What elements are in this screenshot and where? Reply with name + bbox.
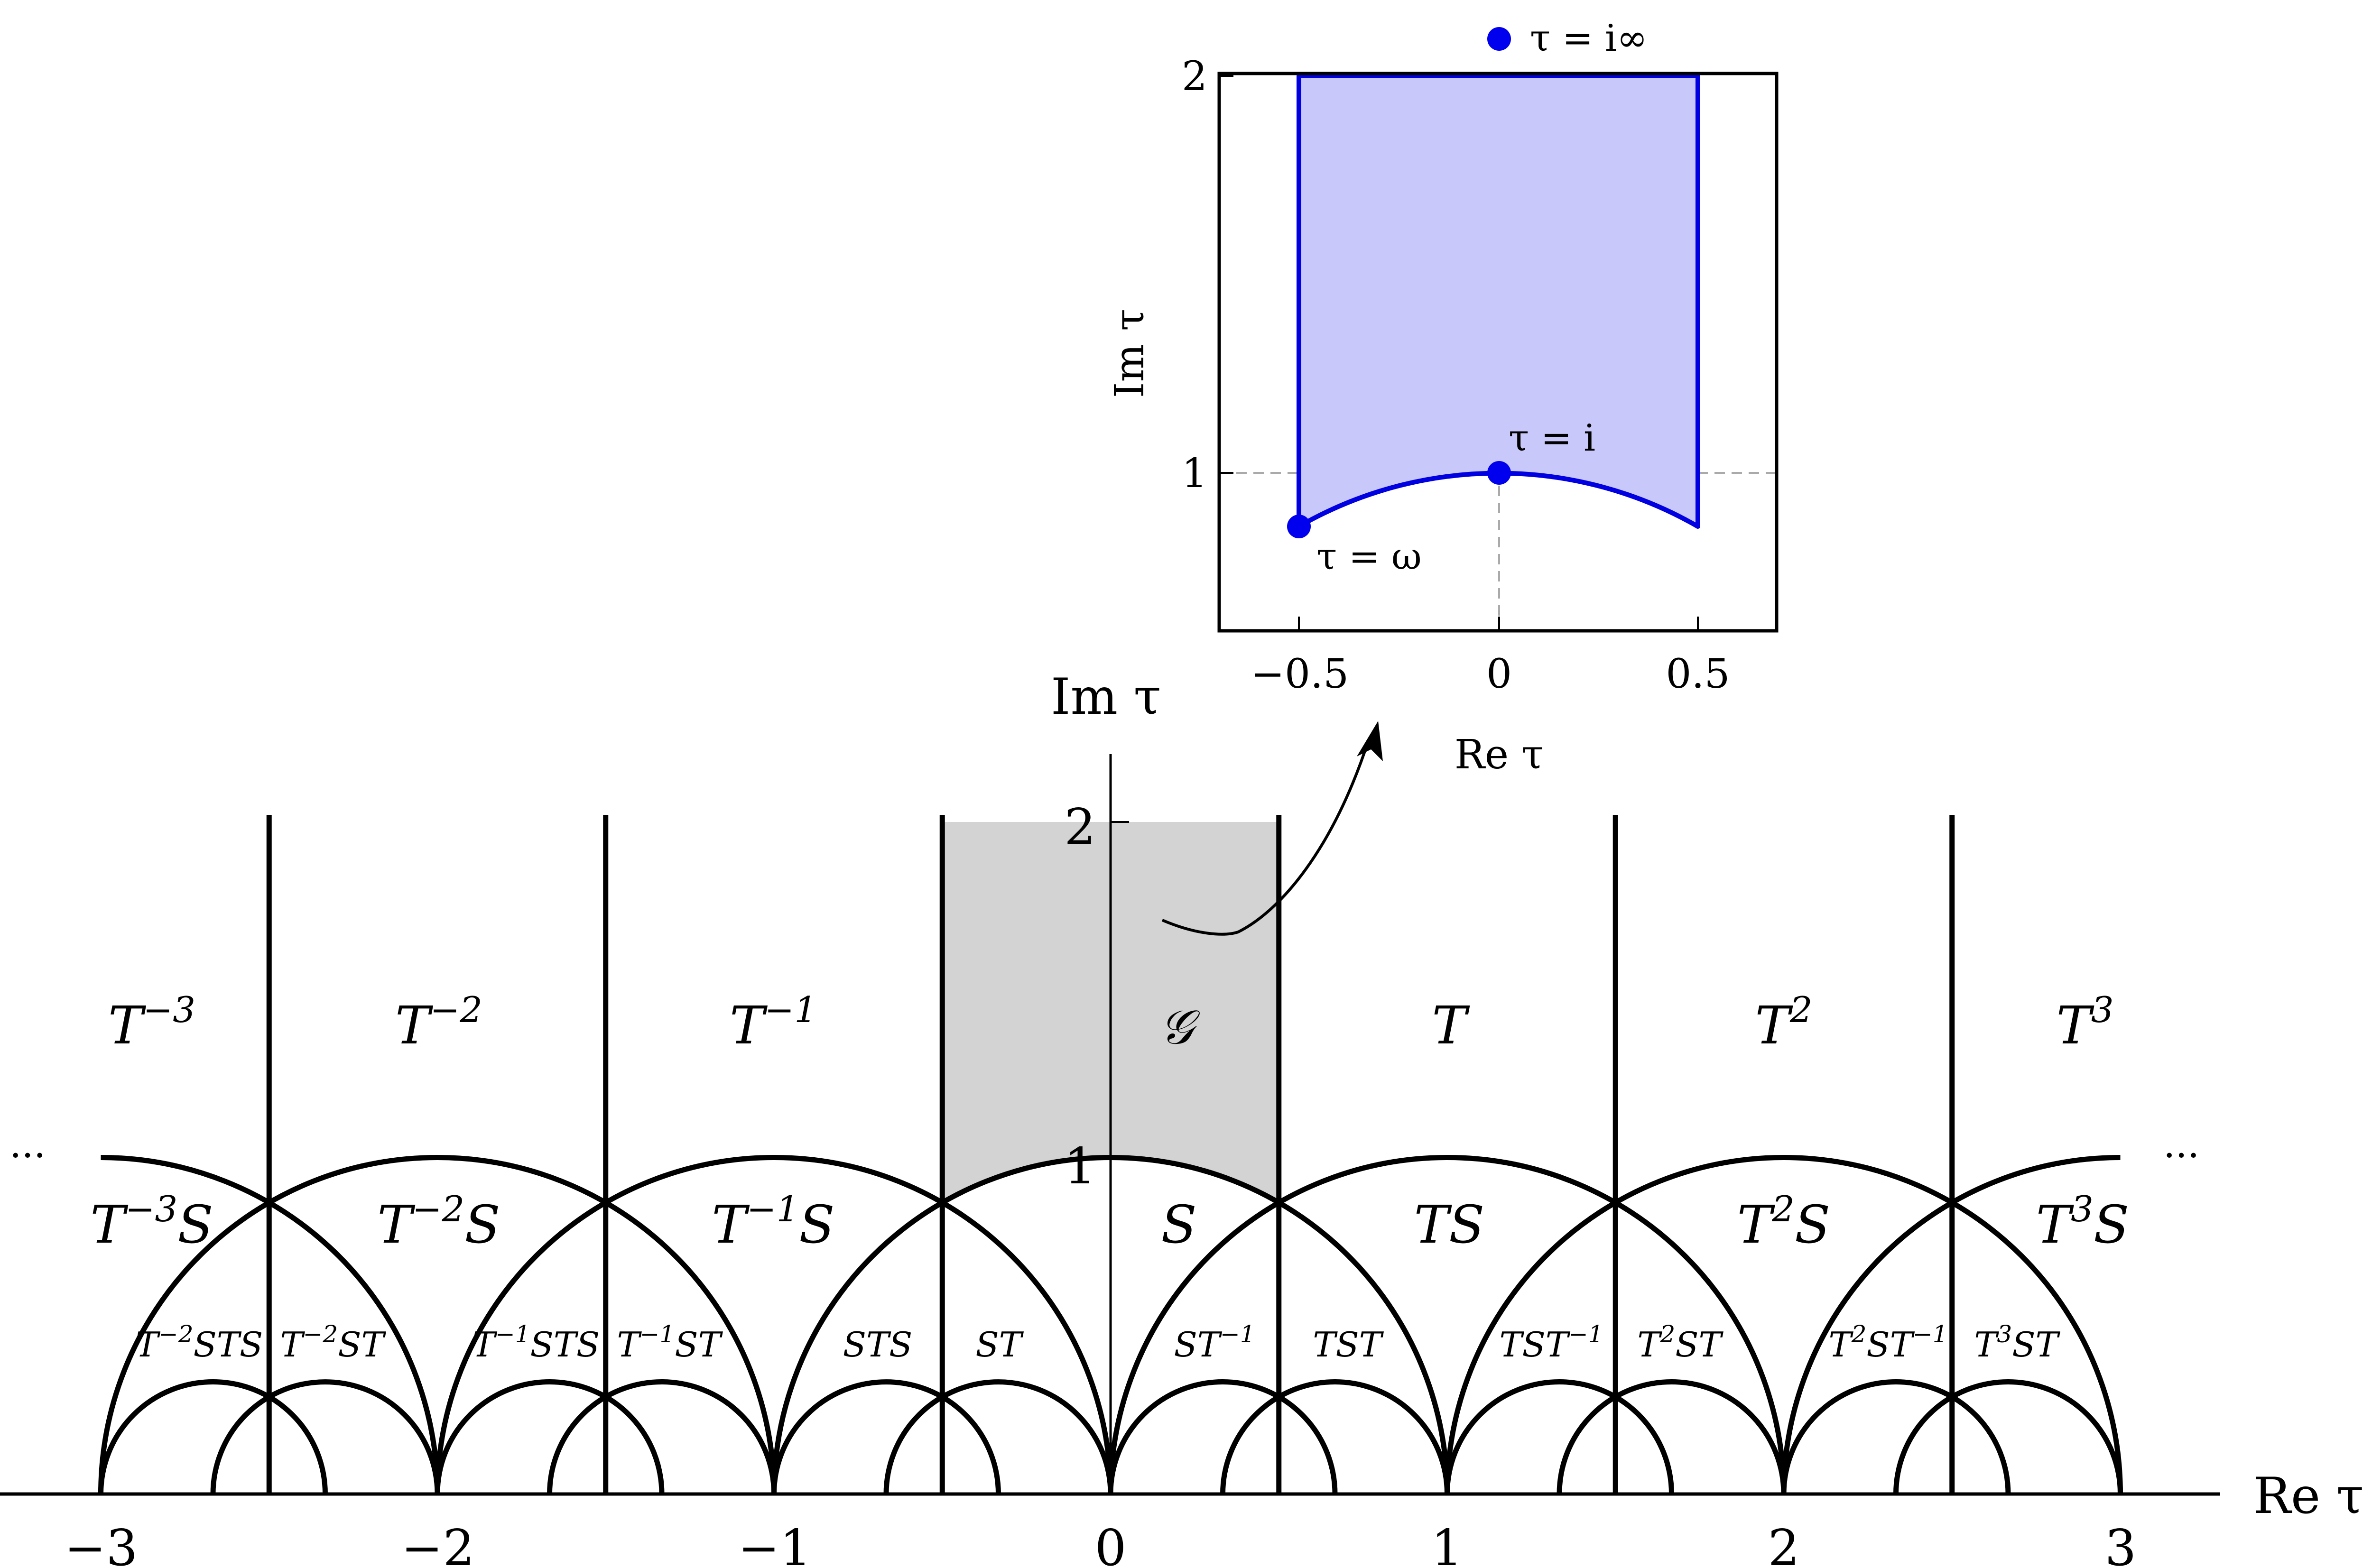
label-T: T	[1432, 995, 1470, 1056]
label-STS: STS	[843, 1325, 913, 1365]
point-omega-label: τ = ω	[1316, 535, 1422, 578]
inset-fundamental-domain	[1297, 74, 1700, 529]
inset-x-tick-label: 0	[1486, 651, 1512, 698]
point-i-infinity-label: τ = i∞	[1530, 17, 1648, 60]
x-tick-label: −1	[738, 1519, 812, 1568]
middle-row-labels: T−3S T−2S T−1S S TS T2S T3S	[90, 1188, 2129, 1255]
inset-plot: −0.5 0 0.5 1 2 Re τ Im τ τ = i∞ τ = i τ …	[1106, 17, 1779, 778]
label-T3S: T3S	[2036, 1188, 2129, 1255]
label-T-2STS: T−2STS	[136, 1320, 263, 1365]
label-T-3S: T−3S	[90, 1188, 213, 1255]
tessellation-arcs	[98, 1155, 2123, 1494]
inset-x-tick-labels: −0.5 0 0.5	[1251, 651, 1730, 698]
label-T2: T2	[1755, 989, 1812, 1056]
label-T2ST: T2ST	[1637, 1320, 1723, 1365]
y-tick-label: 2	[1064, 798, 1096, 856]
x-tick-label: 2	[1768, 1519, 1800, 1568]
main-plot: Re τ Im τ −3 −2 −1 0 1 2 3 1 2 ... ... 𝒢…	[0, 668, 2364, 1568]
label-S: S	[1161, 1194, 1196, 1255]
ellipsis-left: ...	[9, 1122, 46, 1166]
inset-y-tick-label: 1	[1182, 450, 1207, 497]
small-semicircle	[1108, 1379, 1338, 1494]
ellipsis-right: ...	[2163, 1122, 2199, 1166]
x-tick-label: −3	[65, 1519, 138, 1568]
label-T-1S: T−1S	[712, 1188, 834, 1255]
x-tick-label: 1	[1431, 1519, 1463, 1568]
small-semicircle	[1445, 1379, 1674, 1494]
label-T3ST: T3ST	[1974, 1320, 2060, 1365]
inset-x-tick-label: 0.5	[1666, 651, 1730, 698]
top-row-labels: T−3 T−2 T−1 T T2 T3	[108, 989, 2114, 1056]
label-ST-1: ST−1	[1174, 1320, 1255, 1365]
tessellation-vertical-lines	[266, 815, 1955, 1494]
y-tick-label: 1	[1064, 1137, 1096, 1195]
label-TST-1: TST−1	[1499, 1320, 1603, 1365]
small-semicircle	[547, 1379, 777, 1494]
x-axis-label: Re τ	[2253, 1467, 2364, 1525]
label-T-1STS: T−1STS	[473, 1320, 600, 1365]
label-T-1ST: T−1ST	[617, 1320, 723, 1365]
bottom-row-labels: T−2STS T−2ST T−1STS T−1ST STS ST ST−1 TS…	[136, 1320, 2061, 1365]
inset-x-axis-label: Re τ	[1455, 731, 1544, 778]
point-omega	[1287, 515, 1311, 538]
x-tick-labels: −3 −2 −1 0 1 2 3	[65, 1519, 2137, 1568]
small-semicircle	[1781, 1379, 2011, 1494]
label-T-3: T−3	[108, 989, 195, 1056]
small-semicircle	[1220, 1379, 1450, 1494]
inset-x-tick-label: −0.5	[1251, 651, 1349, 698]
small-semicircle	[98, 1379, 328, 1494]
label-T2S: T2S	[1737, 1188, 1830, 1255]
small-semicircle	[771, 1379, 1001, 1494]
y-axis-label: Im τ	[1051, 668, 1161, 726]
x-tick-label: 3	[2105, 1519, 2137, 1568]
unit-semicircle	[98, 1155, 777, 1494]
label-T2ST-1: T2ST−1	[1829, 1320, 1948, 1365]
small-semicircle	[210, 1379, 440, 1494]
inset-y-axis-label: Im τ	[1106, 309, 1153, 398]
small-semicircle	[1557, 1379, 1787, 1494]
unit-semicircle	[1108, 1155, 1787, 1494]
unit-semicircle-edge-left	[101, 1155, 440, 1494]
label-T-2: T−2	[395, 989, 482, 1056]
arrow-head	[1357, 721, 1383, 761]
small-semicircle	[883, 1379, 1113, 1494]
label-T-1: T−1	[730, 989, 817, 1056]
label-TST: TST	[1313, 1325, 1384, 1365]
label-TS: TS	[1414, 1194, 1485, 1255]
label-T-2ST: T−2ST	[280, 1320, 386, 1365]
small-semicircle	[1893, 1379, 2123, 1494]
label-ST: ST	[975, 1325, 1024, 1365]
point-i	[1487, 461, 1511, 485]
small-semicircle	[435, 1379, 665, 1494]
inset-y-tick-label: 2	[1182, 53, 1207, 100]
label-T-2S: T−2S	[377, 1188, 500, 1255]
inset-frame	[1217, 72, 1779, 633]
label-T3: T3	[2056, 989, 2113, 1056]
point-i-infinity	[1487, 27, 1511, 51]
x-tick-label: 0	[1095, 1519, 1127, 1568]
unit-semicircle	[1445, 1155, 2123, 1494]
connector-arrow	[1161, 739, 1370, 936]
x-tick-label: −2	[401, 1519, 475, 1568]
unit-semicircle-edge-right	[1781, 1155, 2121, 1494]
unit-semicircle	[435, 1155, 1113, 1494]
point-i-label: τ = i	[1509, 417, 1595, 460]
